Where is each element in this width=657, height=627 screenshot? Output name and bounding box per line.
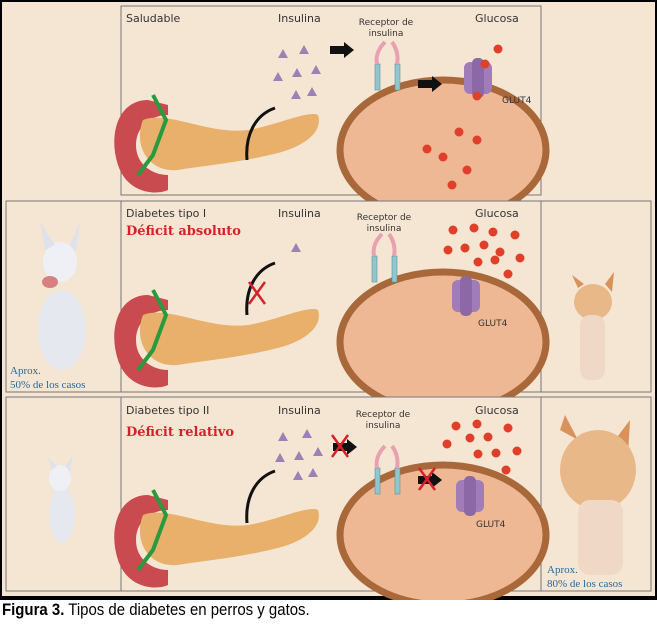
glucose-label: Glucosa — [475, 404, 519, 417]
insulin-label: Insulina — [278, 12, 321, 25]
glut4-label: GLUT4 — [502, 96, 532, 106]
dog-percentage-line1: Aprox. — [10, 365, 41, 377]
dog-photo — [47, 455, 75, 543]
glut4-transporter-icon — [456, 476, 484, 516]
cat-percentage-line2: 80% de los casos — [547, 578, 622, 590]
cell-illustration — [340, 465, 546, 600]
panel-type2: Diabetes tipo II Déficit relativo Insuli… — [5, 396, 652, 600]
figure-caption: Figura 3. Tipos de diabetes en perros y … — [2, 600, 310, 620]
glut4-transporter-icon — [452, 276, 480, 316]
deficit-label: Déficit absoluto — [126, 224, 241, 239]
cell-illustration — [340, 272, 546, 412]
insulin-label: Insulina — [278, 207, 321, 220]
glut4-label: GLUT4 — [478, 319, 508, 329]
dog-percentage-line2: 50% de los casos — [10, 379, 85, 391]
receptor-label: Receptor de — [359, 18, 414, 28]
deficit-label: Déficit relativo — [126, 425, 234, 440]
caption-label: Figura 3. — [2, 600, 65, 619]
caption-text: Tipos de diabetes en perros y gatos. — [64, 600, 310, 619]
glut4-label: GLUT4 — [476, 520, 506, 530]
receptor-label: Receptor de — [356, 410, 411, 420]
receptor-label-2: insulina — [366, 421, 401, 431]
panel-type1: Aprox. 50% de los casos Diabetes tipo I … — [5, 200, 652, 412]
cat-percentage-line1: Aprox. — [547, 564, 578, 576]
panel-title: Diabetes tipo I — [126, 207, 206, 220]
insulin-label: Insulina — [278, 404, 321, 417]
diabetes-figure: Saludable Insulina Receptor de insulina … — [0, 0, 657, 600]
glucose-label: Glucosa — [475, 207, 519, 220]
receptor-label: Receptor de — [357, 213, 412, 223]
receptor-label-2: insulina — [369, 29, 404, 39]
receptor-label-2: insulina — [367, 224, 402, 234]
panel-healthy: Saludable Insulina Receptor de insulina … — [112, 5, 546, 220]
cat-photo — [560, 415, 636, 575]
glucose-label: Glucosa — [475, 12, 519, 25]
panel-title: Saludable — [126, 12, 181, 25]
panel-title: Diabetes tipo II — [126, 404, 209, 417]
dog-photo — [38, 222, 86, 370]
cat-photo — [572, 272, 614, 380]
